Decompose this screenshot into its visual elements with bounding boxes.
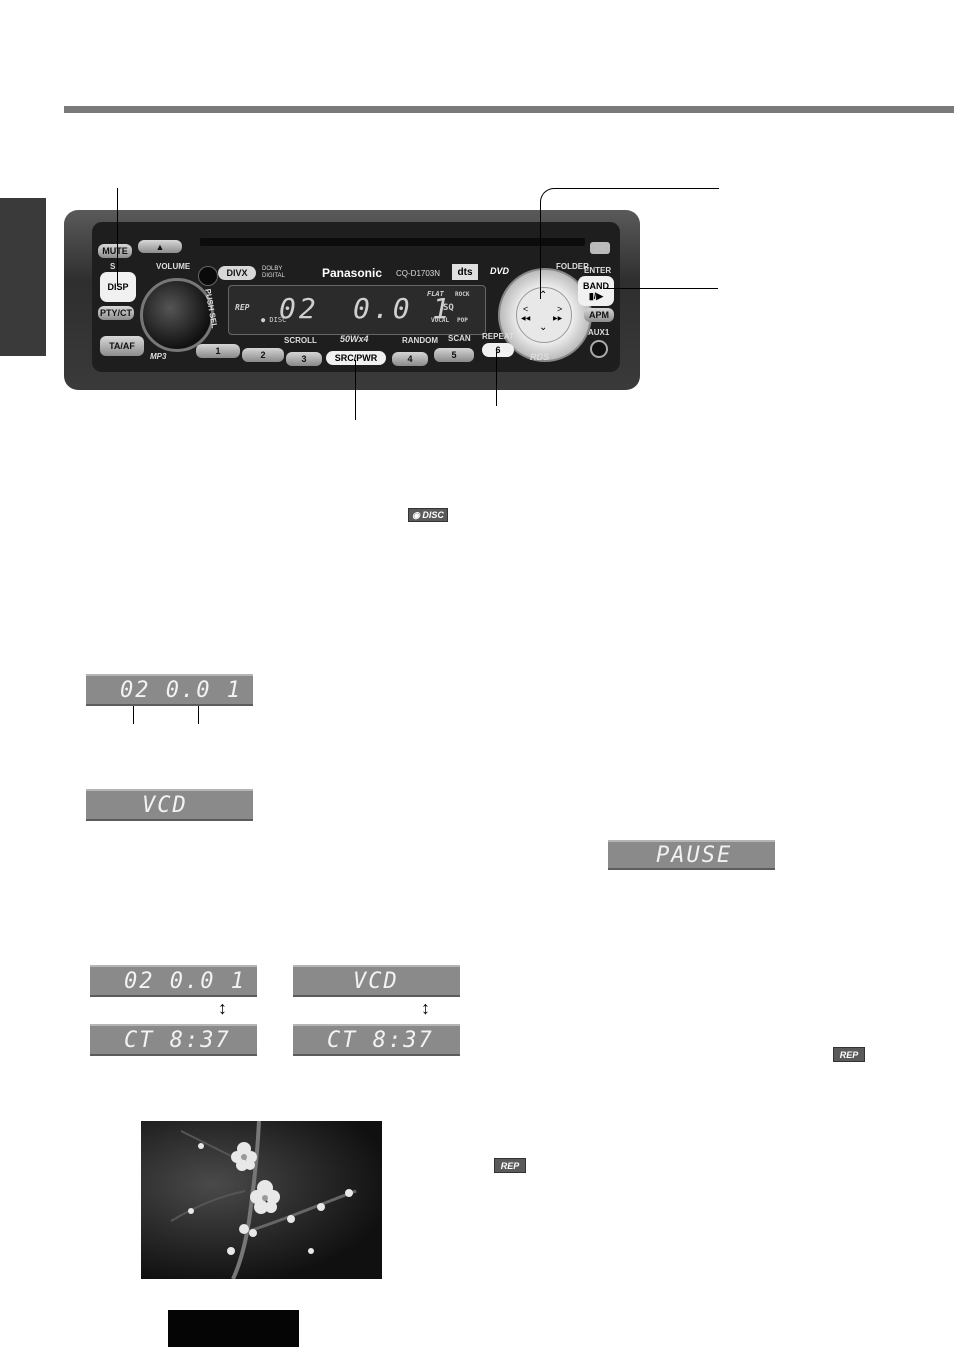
blossom-illustration xyxy=(170,1121,357,1279)
enter-label: ENTER xyxy=(584,266,612,275)
band-button[interactable]: BAND ▮/▶ xyxy=(578,276,614,306)
dts-logo: dts xyxy=(452,264,478,280)
lcd-eq-sq: SQ xyxy=(443,303,454,313)
lcd-eq-pop: POP xyxy=(457,317,468,324)
preset-4-button[interactable]: 4 xyxy=(392,352,428,366)
band-callout-line xyxy=(606,288,718,289)
track-pointer-line xyxy=(133,706,134,724)
preset-6-button[interactable]: 6 xyxy=(482,343,514,357)
display-pair-right-top: VCD xyxy=(293,965,460,997)
lcd-eq-rock: ROCK xyxy=(455,291,470,298)
lcd-right-number: 0.0 1 xyxy=(353,292,453,325)
pty-ct-button[interactable]: PTY/CT xyxy=(98,306,134,320)
chevron-down-icon: ⌄ xyxy=(539,322,548,333)
disc-badge-icon: ◉ DISC xyxy=(408,508,448,522)
faceplate-lcd: REP ● DISC 02 0.0 1 FLAT ROCK SQ VOCAL P… xyxy=(228,285,486,335)
ta-af-button[interactable]: TA/AF xyxy=(100,336,144,356)
scan-label: SCAN xyxy=(448,334,471,343)
dial-callout-line xyxy=(540,188,719,299)
lcd-left-number: 02 xyxy=(279,292,319,325)
dolby-logo: DOLBY DIGITAL xyxy=(262,266,285,279)
scroll-label: SCROLL xyxy=(284,336,317,345)
src-pwr-button[interactable]: SRC/PWR xyxy=(326,351,386,365)
chevron-right-icon: > xyxy=(557,304,563,314)
preset-2-button[interactable]: 2 xyxy=(242,348,284,362)
rep-badge-icon: REP xyxy=(494,1158,526,1173)
repeat-label: REPEAT xyxy=(482,332,514,341)
time-pointer-line xyxy=(198,706,199,724)
preset-5-button[interactable]: 5 xyxy=(434,348,474,362)
blossom-photo xyxy=(141,1121,382,1279)
lcd-rep: REP xyxy=(235,303,250,312)
display-pair-left-top: 02 0.0 1 xyxy=(90,965,257,997)
rep-badge-icon: REP xyxy=(833,1047,865,1062)
previous-track-icon: ◀◀ xyxy=(521,316,531,322)
preset-3-button[interactable]: 3 xyxy=(286,352,322,366)
s-label: S xyxy=(110,262,116,271)
disc-slot xyxy=(200,238,585,246)
dvd-logo: DVD xyxy=(490,266,510,276)
rds-logo: RDS xyxy=(530,352,550,362)
random-label: RANDOM xyxy=(402,336,438,345)
lcd-disc: ● DISC xyxy=(261,316,287,324)
play-pause-icon: ▮/▶ xyxy=(588,291,604,301)
apm-button[interactable]: APM xyxy=(584,308,614,322)
preset-1-button[interactable]: 1 xyxy=(196,344,240,358)
folder-label: FOLDER xyxy=(556,262,589,271)
side-tab xyxy=(0,198,46,356)
aux-jack[interactable] xyxy=(590,340,608,358)
lcd-eq-vocal: VOCAL xyxy=(431,317,450,324)
ir-sensor xyxy=(198,266,218,286)
model-number: CQ-D1703N xyxy=(396,269,441,278)
divx-logo: DIVX xyxy=(218,266,256,280)
volume-label: VOLUME xyxy=(156,262,191,271)
toggle-arrow-right-icon: ↕ xyxy=(421,998,430,1018)
next-track-icon: ▶▶ xyxy=(553,316,563,322)
header-rule xyxy=(64,106,954,113)
display-track-time: 02 0.0 1 xyxy=(86,674,253,706)
eject-button[interactable]: ▲ xyxy=(138,240,182,253)
black-label-box xyxy=(168,1310,299,1347)
brand-logo: Panasonic xyxy=(322,266,383,280)
display-pair-right-bottom: CT 8:37 xyxy=(293,1024,460,1056)
disp-callout-line xyxy=(117,188,118,286)
mute-button[interactable]: MUTE xyxy=(98,244,132,258)
repeat-callout-line xyxy=(496,352,497,406)
mp3-label: MP3 xyxy=(150,352,167,361)
display-pause: PAUSE xyxy=(608,840,775,870)
eject-icon: ▲ xyxy=(155,241,165,252)
src-callout-line xyxy=(355,360,356,420)
volume-knob[interactable] xyxy=(140,278,214,352)
toggle-arrow-left-icon: ↕ xyxy=(218,998,227,1018)
chevron-left-icon: < xyxy=(523,304,529,314)
aux1-label: AUX1 xyxy=(588,328,610,337)
release-button[interactable] xyxy=(590,242,610,254)
disp-button[interactable]: DISP xyxy=(100,272,136,302)
display-pair-left-bottom: CT 8:37 xyxy=(90,1024,257,1056)
display-vcd: VCD xyxy=(86,789,253,821)
power-label: 50Wx4 xyxy=(340,334,369,344)
lcd-eq-flat: FLAT xyxy=(427,290,444,298)
